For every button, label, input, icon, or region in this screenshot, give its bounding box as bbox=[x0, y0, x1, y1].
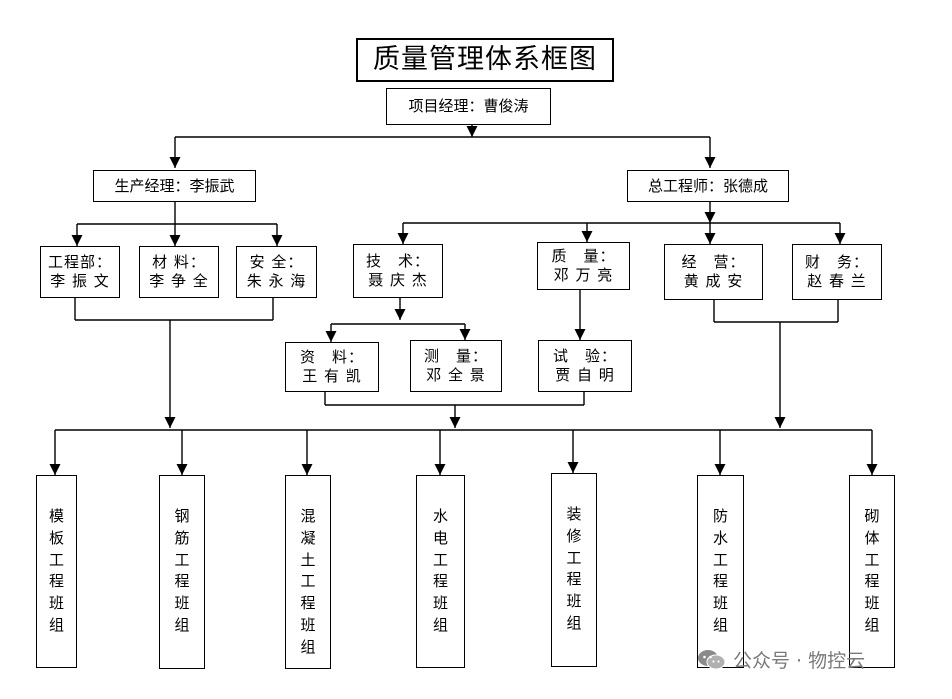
team-waterproofing-label: 防水工程班组 bbox=[713, 507, 729, 634]
business-role: 经 营： bbox=[681, 253, 746, 272]
watermark-text: 公众号 · 物控云 bbox=[733, 650, 866, 672]
team-masonry-box: 砌体工程班组 bbox=[849, 475, 895, 668]
materials-box: 材 料： 李 争 全 bbox=[139, 246, 219, 298]
team-concrete-label: 混凝土工程班组 bbox=[300, 507, 316, 656]
technology-role: 技 术： bbox=[365, 252, 430, 271]
safety-name: 朱 永 海 bbox=[246, 272, 307, 290]
team-masonry-label: 砌体工程班组 bbox=[864, 507, 880, 634]
finance-name: 赵 春 兰 bbox=[807, 272, 867, 290]
production-manager-box: 生产经理：李振武 bbox=[93, 170, 256, 202]
safety-box: 安 全： 朱 永 海 bbox=[236, 246, 317, 298]
materials-role: 材 料： bbox=[152, 253, 206, 272]
technology-name: 聂 庆 杰 bbox=[368, 271, 428, 289]
quality-box: 质 量： 邓 万 亮 bbox=[537, 242, 630, 290]
quality-name: 邓 万 亮 bbox=[553, 266, 614, 284]
materials-name: 李 争 全 bbox=[149, 272, 209, 290]
team-concrete-box: 混凝土工程班组 bbox=[285, 475, 331, 669]
testing-name: 贾 自 明 bbox=[555, 366, 615, 384]
chief-engineer-box: 总工程师：张德成 bbox=[627, 170, 789, 202]
technology-box: 技 术： 聂 庆 杰 bbox=[353, 244, 443, 298]
quality-role: 质 量： bbox=[551, 247, 616, 266]
engineering-dept-name: 李 振 文 bbox=[50, 272, 110, 290]
team-formwork-box: 模板工程班组 bbox=[36, 475, 77, 668]
documents-name: 王 有 凯 bbox=[302, 367, 362, 385]
team-plumbing-electrical-box: 水电工程班组 bbox=[416, 475, 465, 668]
team-formwork-label: 模板工程班组 bbox=[49, 507, 65, 634]
survey-role: 测 量： bbox=[423, 347, 488, 366]
team-plumbing-electrical-label: 水电工程班组 bbox=[433, 507, 449, 634]
survey-box: 测 量： 邓 全 景 bbox=[410, 340, 502, 392]
wechat-icon bbox=[698, 649, 726, 669]
survey-name: 邓 全 景 bbox=[426, 366, 486, 384]
finance-role: 财 务： bbox=[804, 253, 869, 272]
project-manager-box: 项目经理：曹俊涛 bbox=[386, 88, 551, 125]
documents-box: 资 料： 王 有 凯 bbox=[285, 342, 379, 392]
team-waterproofing-box: 防水工程班组 bbox=[697, 475, 744, 668]
business-box: 经 营： 黄 成 安 bbox=[664, 244, 763, 300]
watermark: 公众号 · 物控云 bbox=[697, 646, 865, 673]
engineering-dept-role: 工程部： bbox=[47, 253, 112, 272]
diagram-title: 质量管理体系框图 bbox=[356, 38, 614, 82]
team-rebar-box: 钢筋工程班组 bbox=[159, 475, 205, 669]
team-decoration-label: 装修工程班组 bbox=[566, 505, 582, 632]
testing-box: 试 验： 贾 自 明 bbox=[538, 340, 632, 392]
business-name: 黄 成 安 bbox=[683, 272, 744, 290]
testing-role: 试 验： bbox=[552, 347, 617, 366]
safety-role: 安 全： bbox=[249, 253, 304, 272]
team-decoration-box: 装修工程班组 bbox=[551, 473, 597, 667]
documents-role: 资 料： bbox=[299, 348, 364, 367]
engineering-dept-box: 工程部： 李 振 文 bbox=[40, 246, 120, 298]
finance-box: 财 务： 赵 春 兰 bbox=[792, 244, 882, 300]
team-rebar-label: 钢筋工程班组 bbox=[174, 507, 190, 634]
